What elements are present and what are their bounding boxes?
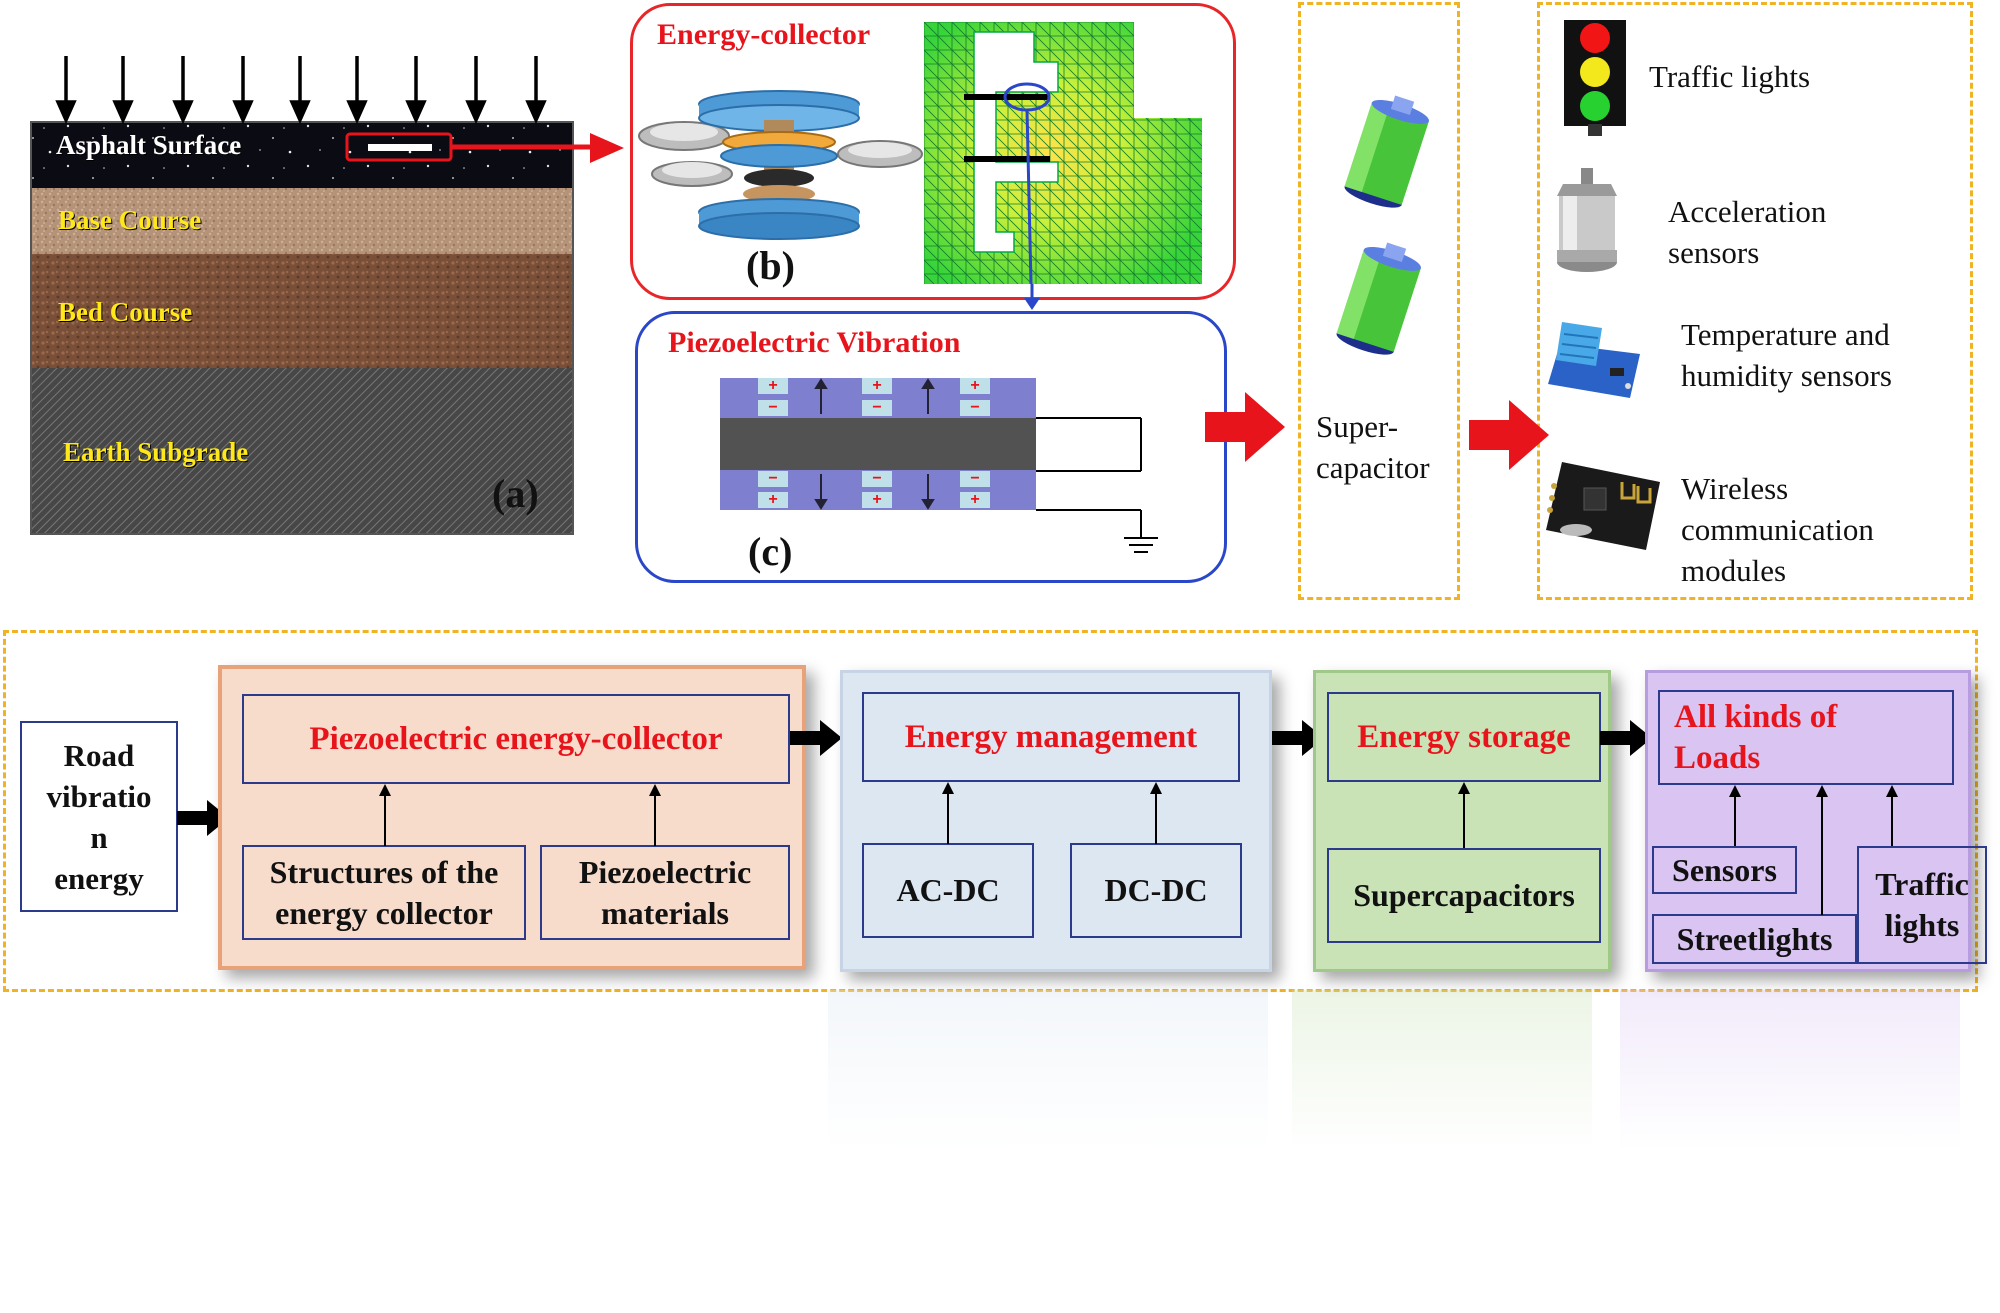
- loads-reflection: [1620, 990, 1960, 1150]
- flow-arrow: [790, 720, 842, 756]
- load-label-acceleration-sensors: Acceleration sensors: [1668, 194, 1827, 270]
- loads-title-box: All kinds of Loads: [1658, 690, 1954, 785]
- piezo-vibration-title: Piezoelectric Vibration: [668, 326, 961, 359]
- fem-mesh-simulation-icon: [924, 22, 1202, 284]
- arrow-to-loads: [1469, 400, 1549, 470]
- piezo-vibration-panel: [635, 311, 1227, 583]
- ac-dc-box: AC-DC: [862, 843, 1034, 938]
- charge-plus: +: [960, 378, 990, 394]
- dc-dc-box: DC-DC: [1070, 843, 1242, 938]
- charge-minus: −: [960, 471, 990, 487]
- road-vibration-energy-box: Road vibratio n energy: [20, 721, 178, 912]
- management-group: [840, 670, 1272, 972]
- load-label-traffic-lights: Traffic lights: [1649, 59, 1811, 94]
- loads-panel: [1537, 2, 1973, 600]
- collector-structures-box: Structures of the energy collector: [242, 845, 526, 940]
- wireless-module-icon: [1546, 462, 1660, 550]
- collector-title-box: Piezoelectric energy-collector: [242, 694, 790, 784]
- supercapacitor-label: Super- capacitor: [1316, 409, 1430, 485]
- flow-arrow: [1600, 720, 1652, 756]
- supercapacitors-box: Supercapacitors: [1327, 848, 1601, 943]
- storage-group: [1313, 670, 1611, 972]
- collector-3d-model-icon: [638, 90, 923, 240]
- loads-group: [1645, 670, 1971, 972]
- charge-minus: −: [862, 471, 892, 487]
- layer-base-course: Base Course: [58, 205, 202, 235]
- charge-plus: +: [960, 492, 990, 508]
- pavement-cross-section: [30, 56, 598, 535]
- panel-a-letter: (a): [492, 471, 539, 516]
- arrow-to-piezo-panel: [1024, 284, 1040, 310]
- collector-materials-box: Piezoelectric materials: [540, 845, 790, 940]
- storage-reflection: [1292, 990, 1592, 1150]
- humidity-sensor-icon: [1548, 322, 1640, 398]
- layer-earth-subgrade: Earth Subgrade: [63, 437, 249, 467]
- management-connector-arrows: [942, 782, 1162, 844]
- layer-bed-course: Bed Course: [58, 297, 193, 327]
- collector-connector-arrows: [379, 784, 661, 846]
- traffic-light-icon: [1564, 20, 1626, 136]
- layer-asphalt-surface: Asphalt Surface: [56, 130, 242, 160]
- streetlights-box: Streetlights: [1652, 914, 1857, 964]
- management-title-box: Energy management: [862, 692, 1240, 782]
- charge-minus: −: [960, 400, 990, 416]
- sensors-box: Sensors: [1652, 846, 1797, 894]
- load-label-temperature-humidity: Temperature and humidity sensors: [1681, 317, 1892, 393]
- charge-plus: +: [758, 492, 788, 508]
- battery-icon: [1344, 95, 1429, 208]
- traffic-lights-box: Traffic lights: [1857, 846, 1987, 964]
- flow-arrow: [177, 800, 229, 836]
- load-label-wireless-modules: Wireless communication modules: [1681, 471, 1874, 588]
- charge-minus: −: [862, 400, 892, 416]
- storage-title-box: Energy storage: [1327, 692, 1601, 782]
- arrow-to-collector: [590, 133, 624, 163]
- flow-arrow: [1272, 720, 1324, 756]
- accelerometer-icon: [1557, 168, 1617, 272]
- energy-collector-title: Energy-collector: [657, 18, 871, 51]
- collector-group: [218, 665, 806, 970]
- charge-plus: +: [758, 378, 788, 394]
- supercapacitor-panel: [1298, 2, 1460, 600]
- panel-b-letter: (b): [746, 243, 795, 288]
- charge-plus: +: [862, 378, 892, 394]
- energy-collector-panel: [630, 3, 1236, 300]
- loads-connector-arrows: [1729, 785, 1898, 915]
- storage-connector-arrow: [1458, 782, 1470, 848]
- management-reflection: [828, 990, 1268, 1150]
- charge-minus: −: [758, 471, 788, 487]
- panel-c-letter: (c): [748, 529, 793, 574]
- flow-panel: [3, 630, 1978, 992]
- charge-plus: +: [862, 492, 892, 508]
- charge-minus: −: [758, 400, 788, 416]
- battery-icon: [1336, 242, 1421, 355]
- arrow-to-supercapacitor: [1205, 392, 1285, 462]
